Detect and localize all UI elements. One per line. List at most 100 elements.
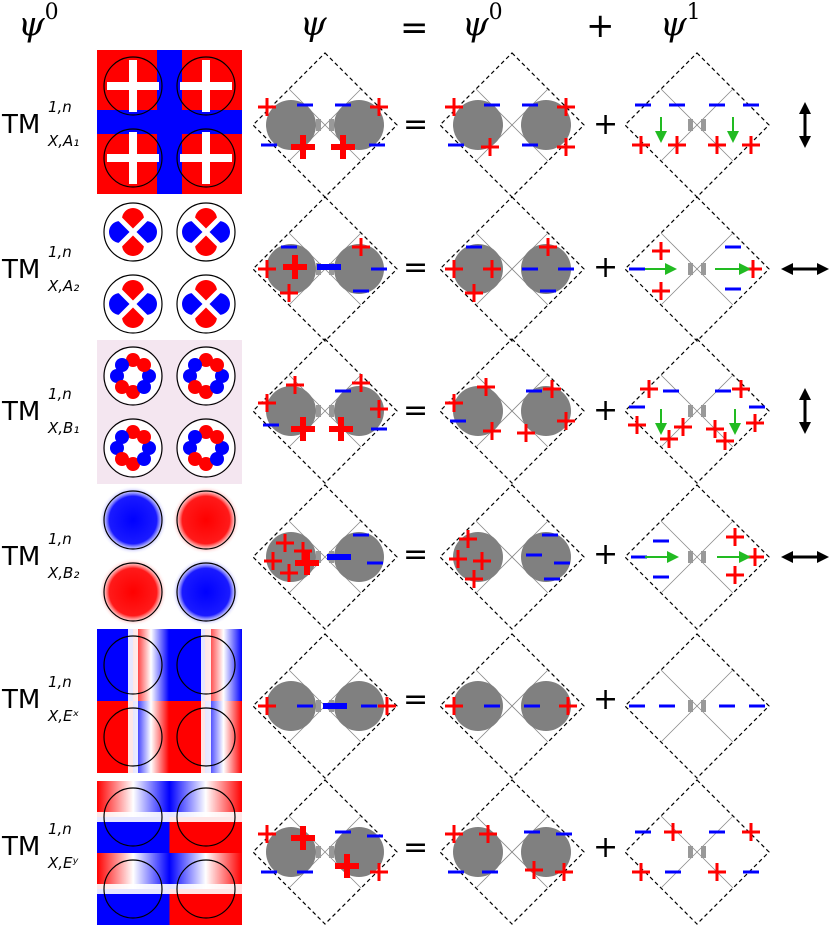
cell-r3-c2 bbox=[439, 338, 585, 484]
field-node bbox=[107, 82, 159, 90]
field-lobe bbox=[183, 369, 197, 383]
field-map-b1 bbox=[97, 340, 242, 484]
field-blob bbox=[172, 558, 240, 626]
cell-boundary bbox=[252, 779, 398, 925]
cell-gridline bbox=[475, 815, 549, 889]
signs-r5-c2 bbox=[445, 697, 577, 715]
field-stripe bbox=[169, 781, 242, 817]
field-lobe bbox=[115, 380, 129, 394]
field-lobe bbox=[188, 358, 202, 372]
rod bbox=[334, 386, 384, 436]
field-node bbox=[97, 812, 242, 822]
field-stripe bbox=[169, 701, 205, 773]
field-lobe bbox=[115, 430, 129, 444]
row2-equals: = bbox=[403, 250, 429, 285]
rod-outline bbox=[103, 56, 163, 116]
field-lobe bbox=[188, 452, 202, 466]
header-psi: ψ bbox=[300, 4, 327, 44]
field-node bbox=[97, 884, 242, 894]
rod bbox=[521, 681, 571, 731]
gap-marker bbox=[688, 119, 693, 131]
field-maps bbox=[97, 50, 242, 925]
rod bbox=[521, 244, 571, 294]
rod-outline bbox=[176, 562, 236, 622]
field-node bbox=[111, 210, 155, 254]
rod-outline bbox=[176, 787, 236, 847]
signs-r1-c3 bbox=[632, 103, 760, 154]
rod bbox=[521, 386, 571, 436]
rod-outline bbox=[103, 490, 163, 550]
header-plus: + bbox=[586, 6, 615, 46]
cell-r5-c2 bbox=[439, 633, 585, 779]
field-lobe bbox=[126, 385, 140, 399]
cell-r4-c3 bbox=[624, 484, 770, 630]
row2-plus: + bbox=[593, 250, 619, 285]
signs-r2-c2 bbox=[445, 238, 574, 302]
cell-gridline bbox=[475, 374, 549, 448]
field-stripe bbox=[169, 853, 242, 889]
field-node bbox=[128, 629, 138, 773]
rod-outline bbox=[103, 346, 163, 406]
field-lobe bbox=[142, 369, 156, 383]
gap-marker bbox=[701, 405, 706, 417]
header-equals: = bbox=[400, 8, 429, 48]
rod bbox=[334, 532, 384, 582]
rod bbox=[453, 681, 503, 731]
field-stripe bbox=[205, 701, 242, 773]
rod-outline bbox=[176, 707, 236, 767]
signs-r3-c2 bbox=[445, 378, 575, 442]
row4-equals: = bbox=[403, 537, 429, 572]
field-lobe bbox=[137, 452, 151, 466]
gap-marker bbox=[329, 846, 334, 858]
field-map-ey bbox=[97, 781, 242, 925]
field-node bbox=[180, 154, 232, 162]
rod-outline bbox=[176, 56, 236, 116]
field-lobe bbox=[188, 430, 202, 444]
field-lobe bbox=[210, 358, 224, 372]
field-map-a2 bbox=[103, 202, 236, 334]
signs-r6-c1 bbox=[258, 825, 388, 881]
field-lobe bbox=[199, 425, 213, 439]
field-stripe bbox=[205, 629, 242, 701]
gap-marker bbox=[329, 119, 334, 131]
header-psi0b: ψ0 bbox=[462, 0, 503, 45]
field-lobe bbox=[137, 358, 151, 372]
cell-boundary bbox=[439, 338, 585, 484]
field-lobe bbox=[210, 430, 224, 444]
field-lobe bbox=[110, 441, 124, 455]
gap-marker bbox=[316, 405, 321, 417]
header-psi1: ψ1 bbox=[660, 0, 701, 45]
field-node bbox=[107, 154, 159, 162]
cell-r1-c3 bbox=[624, 52, 770, 198]
field-stripe bbox=[169, 629, 205, 701]
cell-gridline bbox=[475, 669, 549, 743]
rod bbox=[521, 100, 571, 150]
gap-marker bbox=[316, 551, 321, 563]
cell-r4-c2 bbox=[439, 484, 585, 630]
gap-marker bbox=[701, 551, 706, 563]
rod-outline bbox=[103, 707, 163, 767]
row3-equals: = bbox=[403, 393, 429, 428]
rod-outline bbox=[103, 859, 163, 919]
cell-gridline bbox=[660, 374, 734, 448]
rod bbox=[334, 681, 384, 731]
polarization-arrows bbox=[781, 102, 829, 563]
cell-boundary bbox=[439, 779, 585, 925]
cell-r6-c2 bbox=[439, 779, 585, 925]
field-lobe bbox=[210, 452, 224, 466]
field-lobe bbox=[126, 353, 140, 367]
field-stripe bbox=[97, 701, 133, 773]
field-lobe bbox=[210, 380, 224, 394]
field-lobe bbox=[215, 441, 229, 455]
cell-gridline bbox=[475, 232, 549, 306]
field-node bbox=[180, 82, 232, 90]
signs-r1-c2 bbox=[445, 98, 575, 156]
cell-gridline bbox=[288, 815, 362, 889]
field-lobe bbox=[215, 369, 229, 383]
rod bbox=[453, 386, 503, 436]
field-node bbox=[111, 282, 155, 326]
